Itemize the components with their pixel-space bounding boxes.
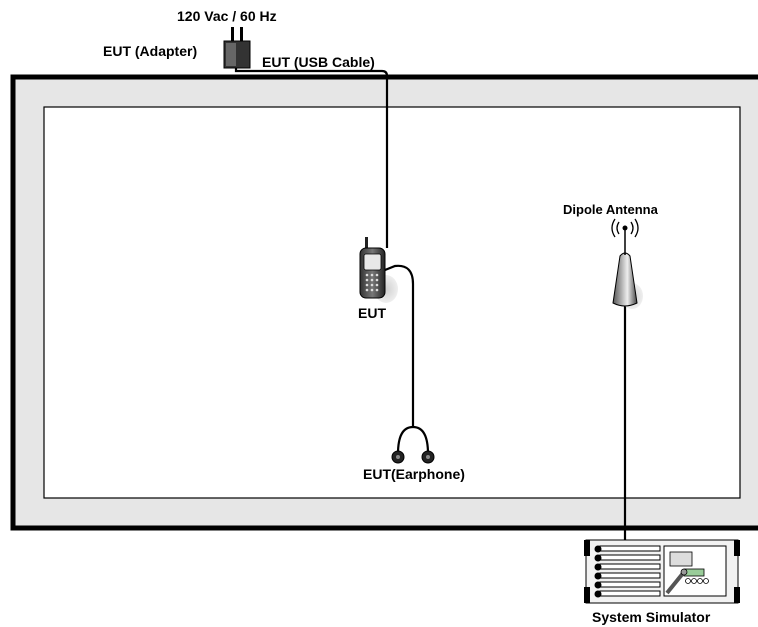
adapter-label: EUT (Adapter) bbox=[103, 43, 197, 59]
eut-label: EUT bbox=[358, 305, 386, 321]
earphone-icon bbox=[391, 450, 435, 464]
cables bbox=[234, 68, 627, 541]
phone-icon bbox=[359, 237, 398, 303]
usb-cable-label: EUT (USB Cable) bbox=[262, 54, 375, 70]
system-simulator-icon bbox=[584, 539, 740, 604]
power-label: 120 Vac / 60 Hz bbox=[177, 8, 277, 24]
adapter-icon bbox=[223, 27, 251, 69]
earphone-split bbox=[396, 425, 430, 455]
antenna-label: Dipole Antenna bbox=[563, 202, 659, 217]
usb-cable bbox=[234, 68, 389, 248]
earphone-label: EUT(Earphone) bbox=[363, 466, 465, 482]
earphone-cable bbox=[384, 264, 415, 427]
dipole-antenna-icon bbox=[611, 218, 643, 309]
simulator-label: System Simulator bbox=[592, 609, 711, 625]
